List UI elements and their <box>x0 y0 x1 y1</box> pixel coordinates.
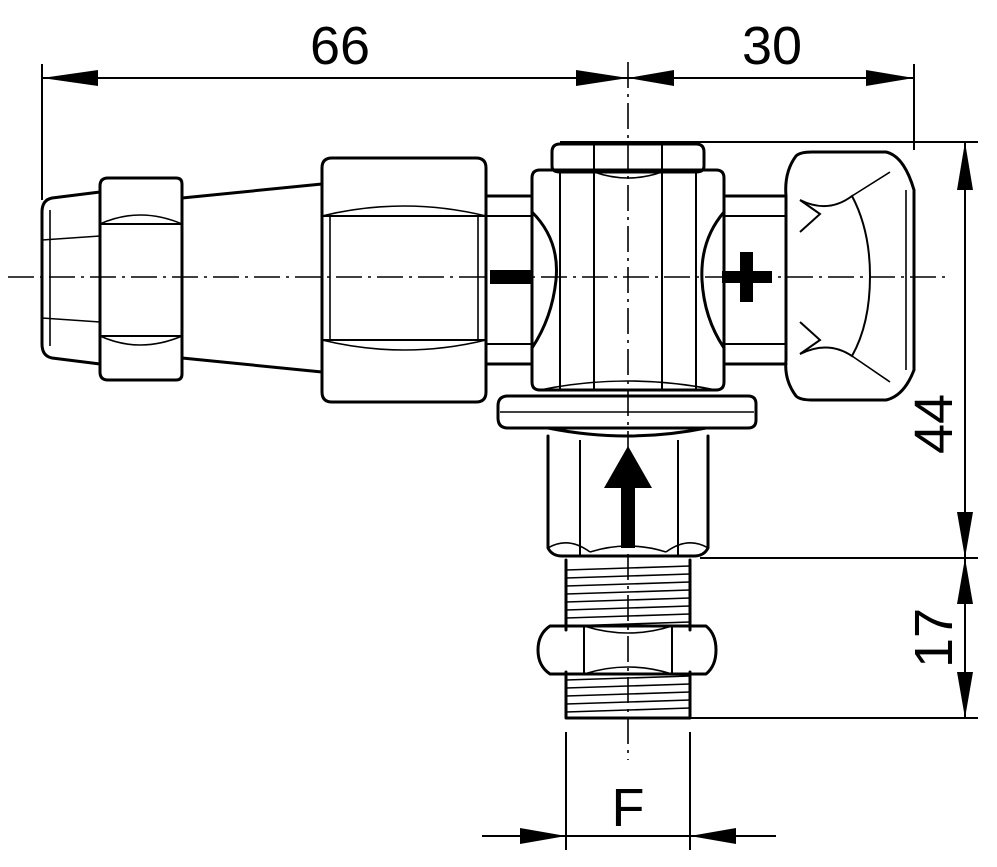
lock-nut <box>536 624 718 676</box>
right-connector <box>700 194 788 366</box>
flow-direction-arrow-icon <box>604 446 652 548</box>
dimension-44: 44 <box>560 141 978 559</box>
dimension-F-label: F <box>612 778 645 838</box>
left-connector <box>484 194 558 366</box>
dimension-F: F <box>482 732 776 850</box>
adjusting-screw-slot-icon <box>722 252 772 302</box>
dimension-44-label: 44 <box>904 394 964 454</box>
flange <box>496 394 758 438</box>
dimension-30: 30 <box>628 16 915 150</box>
large-hex-nut <box>320 156 488 404</box>
lower-stem <box>546 434 710 558</box>
tapered-stem <box>180 182 324 374</box>
dimension-17-label: 17 <box>904 608 964 668</box>
dimension-17: 17 <box>690 558 978 719</box>
center-lines <box>8 62 945 760</box>
dimension-30-label: 30 <box>742 16 802 76</box>
small-hex-nut <box>98 176 184 382</box>
hose-nozzle <box>40 190 102 366</box>
top-hex-cap <box>550 142 706 179</box>
valve-body <box>530 168 726 392</box>
dimension-66-label: 66 <box>310 16 370 76</box>
dimension-66: 66 <box>41 16 628 200</box>
cap-nut <box>784 150 916 402</box>
